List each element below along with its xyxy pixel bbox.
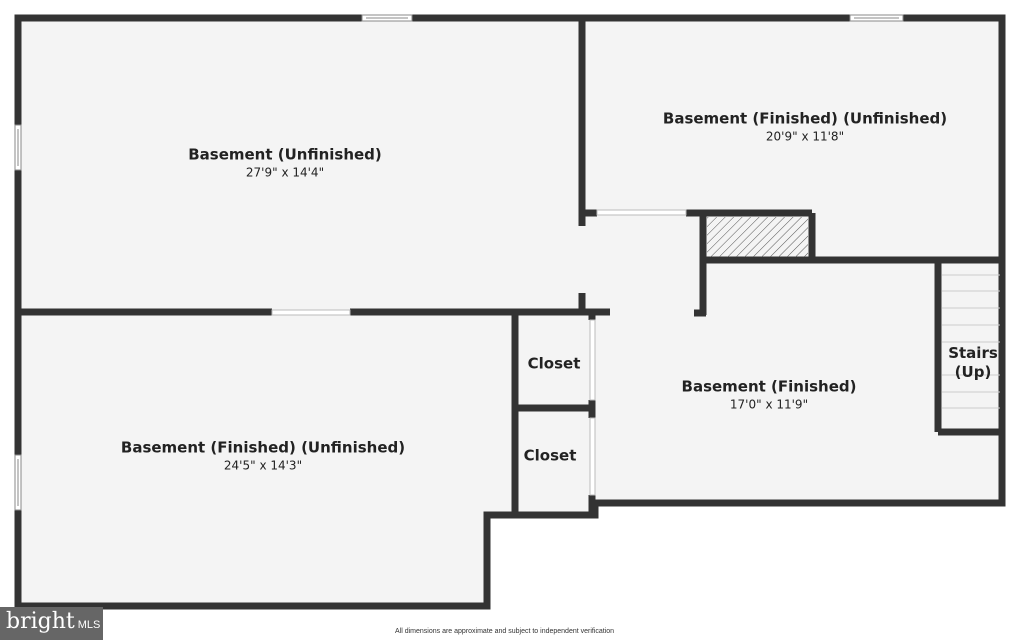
room-label: Basement (Finished) (Unfinished) 24'5" x… (121, 439, 405, 474)
openings (271, 209, 687, 496)
room-name: Stairs (Up) (948, 344, 998, 381)
room-dimensions: 17'0" x 11'9" (729, 397, 809, 412)
room-label: Stairs (Up) (948, 344, 998, 382)
logo-suffix: MLS (77, 619, 101, 631)
stair-treads (942, 274, 1000, 409)
room-name: Basement (Finished) (681, 377, 857, 396)
windows (14, 14, 904, 511)
room-label: Basement (Unfinished) 27'9" x 14'4" (188, 146, 382, 181)
room-label: Closet (528, 355, 581, 374)
room-name: Closet (523, 446, 577, 465)
room-dimensions: 24'5" x 14'3" (223, 458, 303, 473)
room-label: Basement (Finished) (Unfinished) 20'9" x… (663, 110, 947, 145)
hatched-chase (707, 217, 808, 257)
disclaimer: All dimensions are approximate and subje… (395, 628, 615, 635)
room-label: Closet (524, 447, 577, 466)
interior-walls (18, 18, 1002, 515)
room-dimensions: 20'9" x 11'8" (765, 129, 845, 144)
room-name: Closet (527, 354, 581, 373)
room-name: Basement (Unfinished) (188, 145, 382, 164)
room-name: Basement (Finished) (Unfinished) (662, 109, 948, 128)
room-dimensions: 27'9" x 14'4" (245, 165, 325, 180)
room-name: Basement (Finished) (Unfinished) (120, 438, 406, 457)
room-label: Basement (Finished) 17'0" x 11'9" (682, 378, 857, 413)
logo-text: bright (6, 609, 75, 634)
